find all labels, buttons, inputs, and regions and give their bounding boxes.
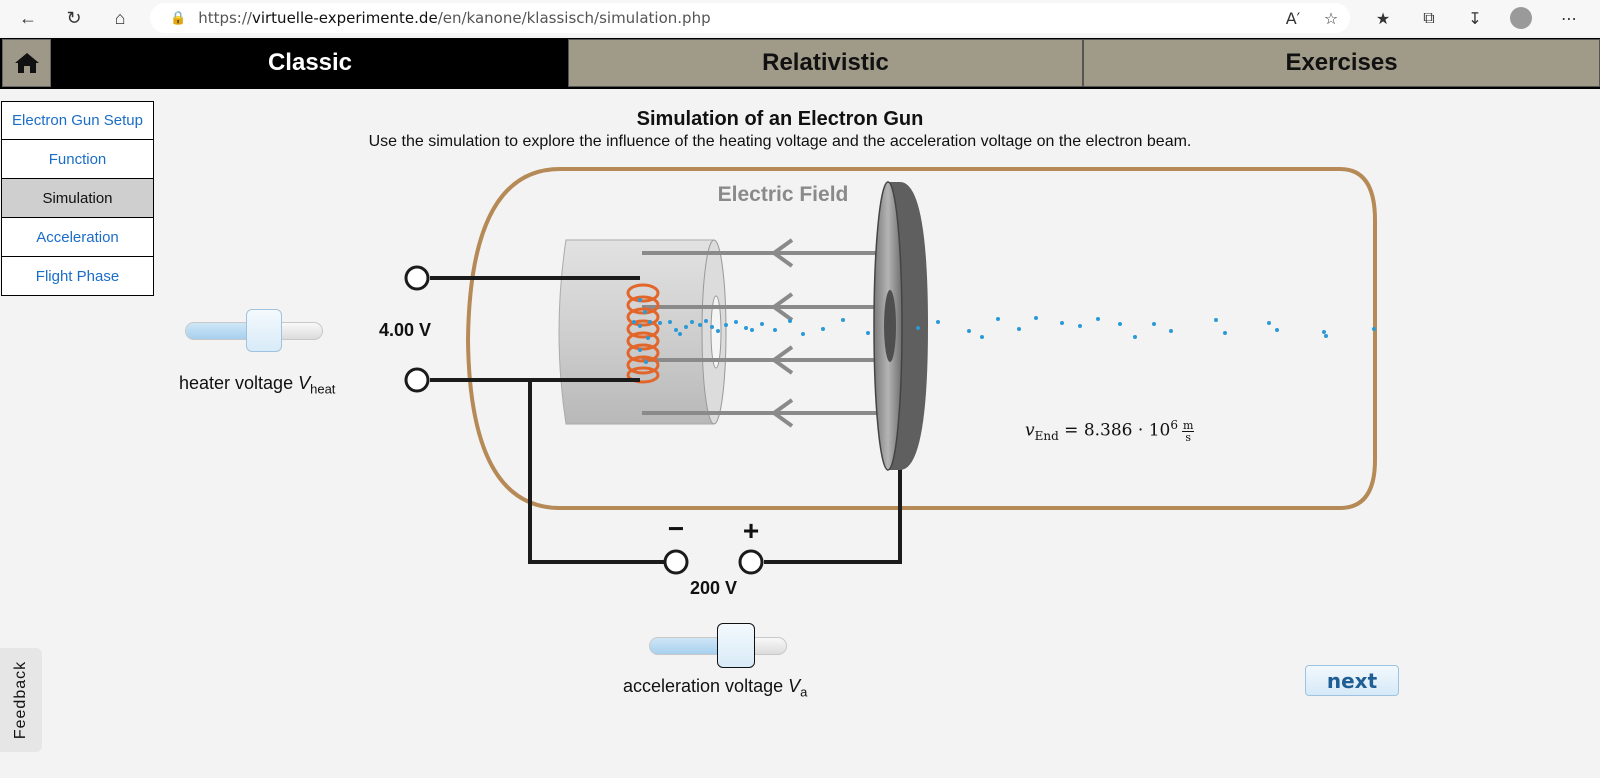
sidebar-item-electron-gun-setup[interactable]: Electron Gun Setup bbox=[1, 101, 154, 140]
heater-voltage-value: 4.00 V bbox=[379, 320, 432, 340]
anode-disk bbox=[873, 181, 928, 471]
page-subtitle: Use the simulation to explore the influe… bbox=[368, 133, 1192, 150]
acceleration-slider-fill bbox=[650, 638, 737, 654]
sidebar-item-simulation[interactable]: Simulation bbox=[1, 179, 154, 218]
vacuum-tube bbox=[465, 167, 1377, 510]
sidebar-item-function[interactable]: Function bbox=[1, 140, 154, 179]
acceleration-voltage-slider[interactable] bbox=[649, 623, 787, 668]
field-arrows bbox=[642, 238, 880, 428]
downloads-icon[interactable]: ↧ bbox=[1468, 8, 1482, 28]
home-browser-icon[interactable]: ⌂ bbox=[114, 7, 126, 28]
heater-voltage-slider[interactable] bbox=[185, 309, 323, 352]
minus-sign: − bbox=[668, 513, 684, 544]
plus-sign: + bbox=[743, 515, 759, 546]
field-label: Electric Field bbox=[718, 183, 849, 206]
profile-icon[interactable] bbox=[1508, 5, 1534, 31]
url-host: virtuelle-experimente.de bbox=[251, 9, 438, 27]
feedback-tab[interactable]: Feedback bbox=[0, 648, 42, 752]
favorites-icon[interactable]: ★ bbox=[1375, 8, 1391, 28]
home-icon bbox=[14, 53, 39, 73]
lock-icon: 🔒 bbox=[170, 10, 187, 26]
acceleration-voltage-value: 200 V bbox=[690, 578, 738, 598]
heater-slider-fill bbox=[186, 323, 265, 339]
collections-icon[interactable]: ⧉ bbox=[1423, 8, 1435, 27]
electron-beam bbox=[632, 298, 1376, 364]
back-icon[interactable]: ← bbox=[19, 7, 37, 28]
tab-relativistic[interactable]: Relativistic bbox=[568, 39, 1083, 87]
read-aloud-icon[interactable]: A′ bbox=[1285, 8, 1301, 28]
circuit-wires bbox=[430, 276, 902, 564]
cathode-cylinder bbox=[558, 239, 715, 425]
home-button[interactable] bbox=[2, 39, 51, 87]
plus-terminal bbox=[738, 549, 764, 575]
heater-terminal-top bbox=[404, 265, 430, 291]
minus-terminal bbox=[663, 549, 689, 575]
sidebar-item-acceleration[interactable]: Acceleration bbox=[1, 218, 154, 257]
address-bar[interactable]: 🔒 https://virtuelle-experimente.de/en/ka… bbox=[150, 3, 1350, 33]
more-icon[interactable]: ⋯ bbox=[1561, 8, 1577, 28]
favorite-add-icon[interactable]: ☆ bbox=[1323, 8, 1339, 28]
url-path: /en/kanone/klassisch/simulation.php bbox=[437, 9, 711, 27]
reload-icon[interactable]: ↻ bbox=[66, 7, 82, 28]
heater-slider-thumb[interactable] bbox=[246, 309, 282, 352]
sidebar: Electron Gun Setup Function Simulation A… bbox=[1, 101, 154, 296]
main-tabs: Classic Relativistic Exercises bbox=[0, 38, 1600, 89]
heater-terminal-bottom bbox=[404, 367, 430, 393]
feedback-label: Feedback bbox=[12, 660, 29, 740]
heater-voltage-label: heater voltage Vheat bbox=[179, 373, 336, 397]
tab-exercises[interactable]: Exercises bbox=[1083, 39, 1600, 87]
heater-coil bbox=[626, 283, 660, 384]
acceleration-voltage-label: acceleration voltage Va bbox=[623, 676, 808, 700]
tab-classic[interactable]: Classic bbox=[52, 39, 568, 87]
acceleration-slider-thumb[interactable] bbox=[717, 623, 755, 668]
url-prefix: https:// bbox=[198, 9, 252, 27]
page-title: Simulation of an Electron Gun bbox=[636, 108, 924, 130]
sidebar-item-flight-phase[interactable]: Flight Phase bbox=[1, 257, 154, 296]
browser-toolbar: ← ↻ ⌂ 🔒 https://virtuelle-experimente.de… bbox=[0, 0, 1600, 36]
next-button[interactable]: next bbox=[1305, 665, 1399, 696]
